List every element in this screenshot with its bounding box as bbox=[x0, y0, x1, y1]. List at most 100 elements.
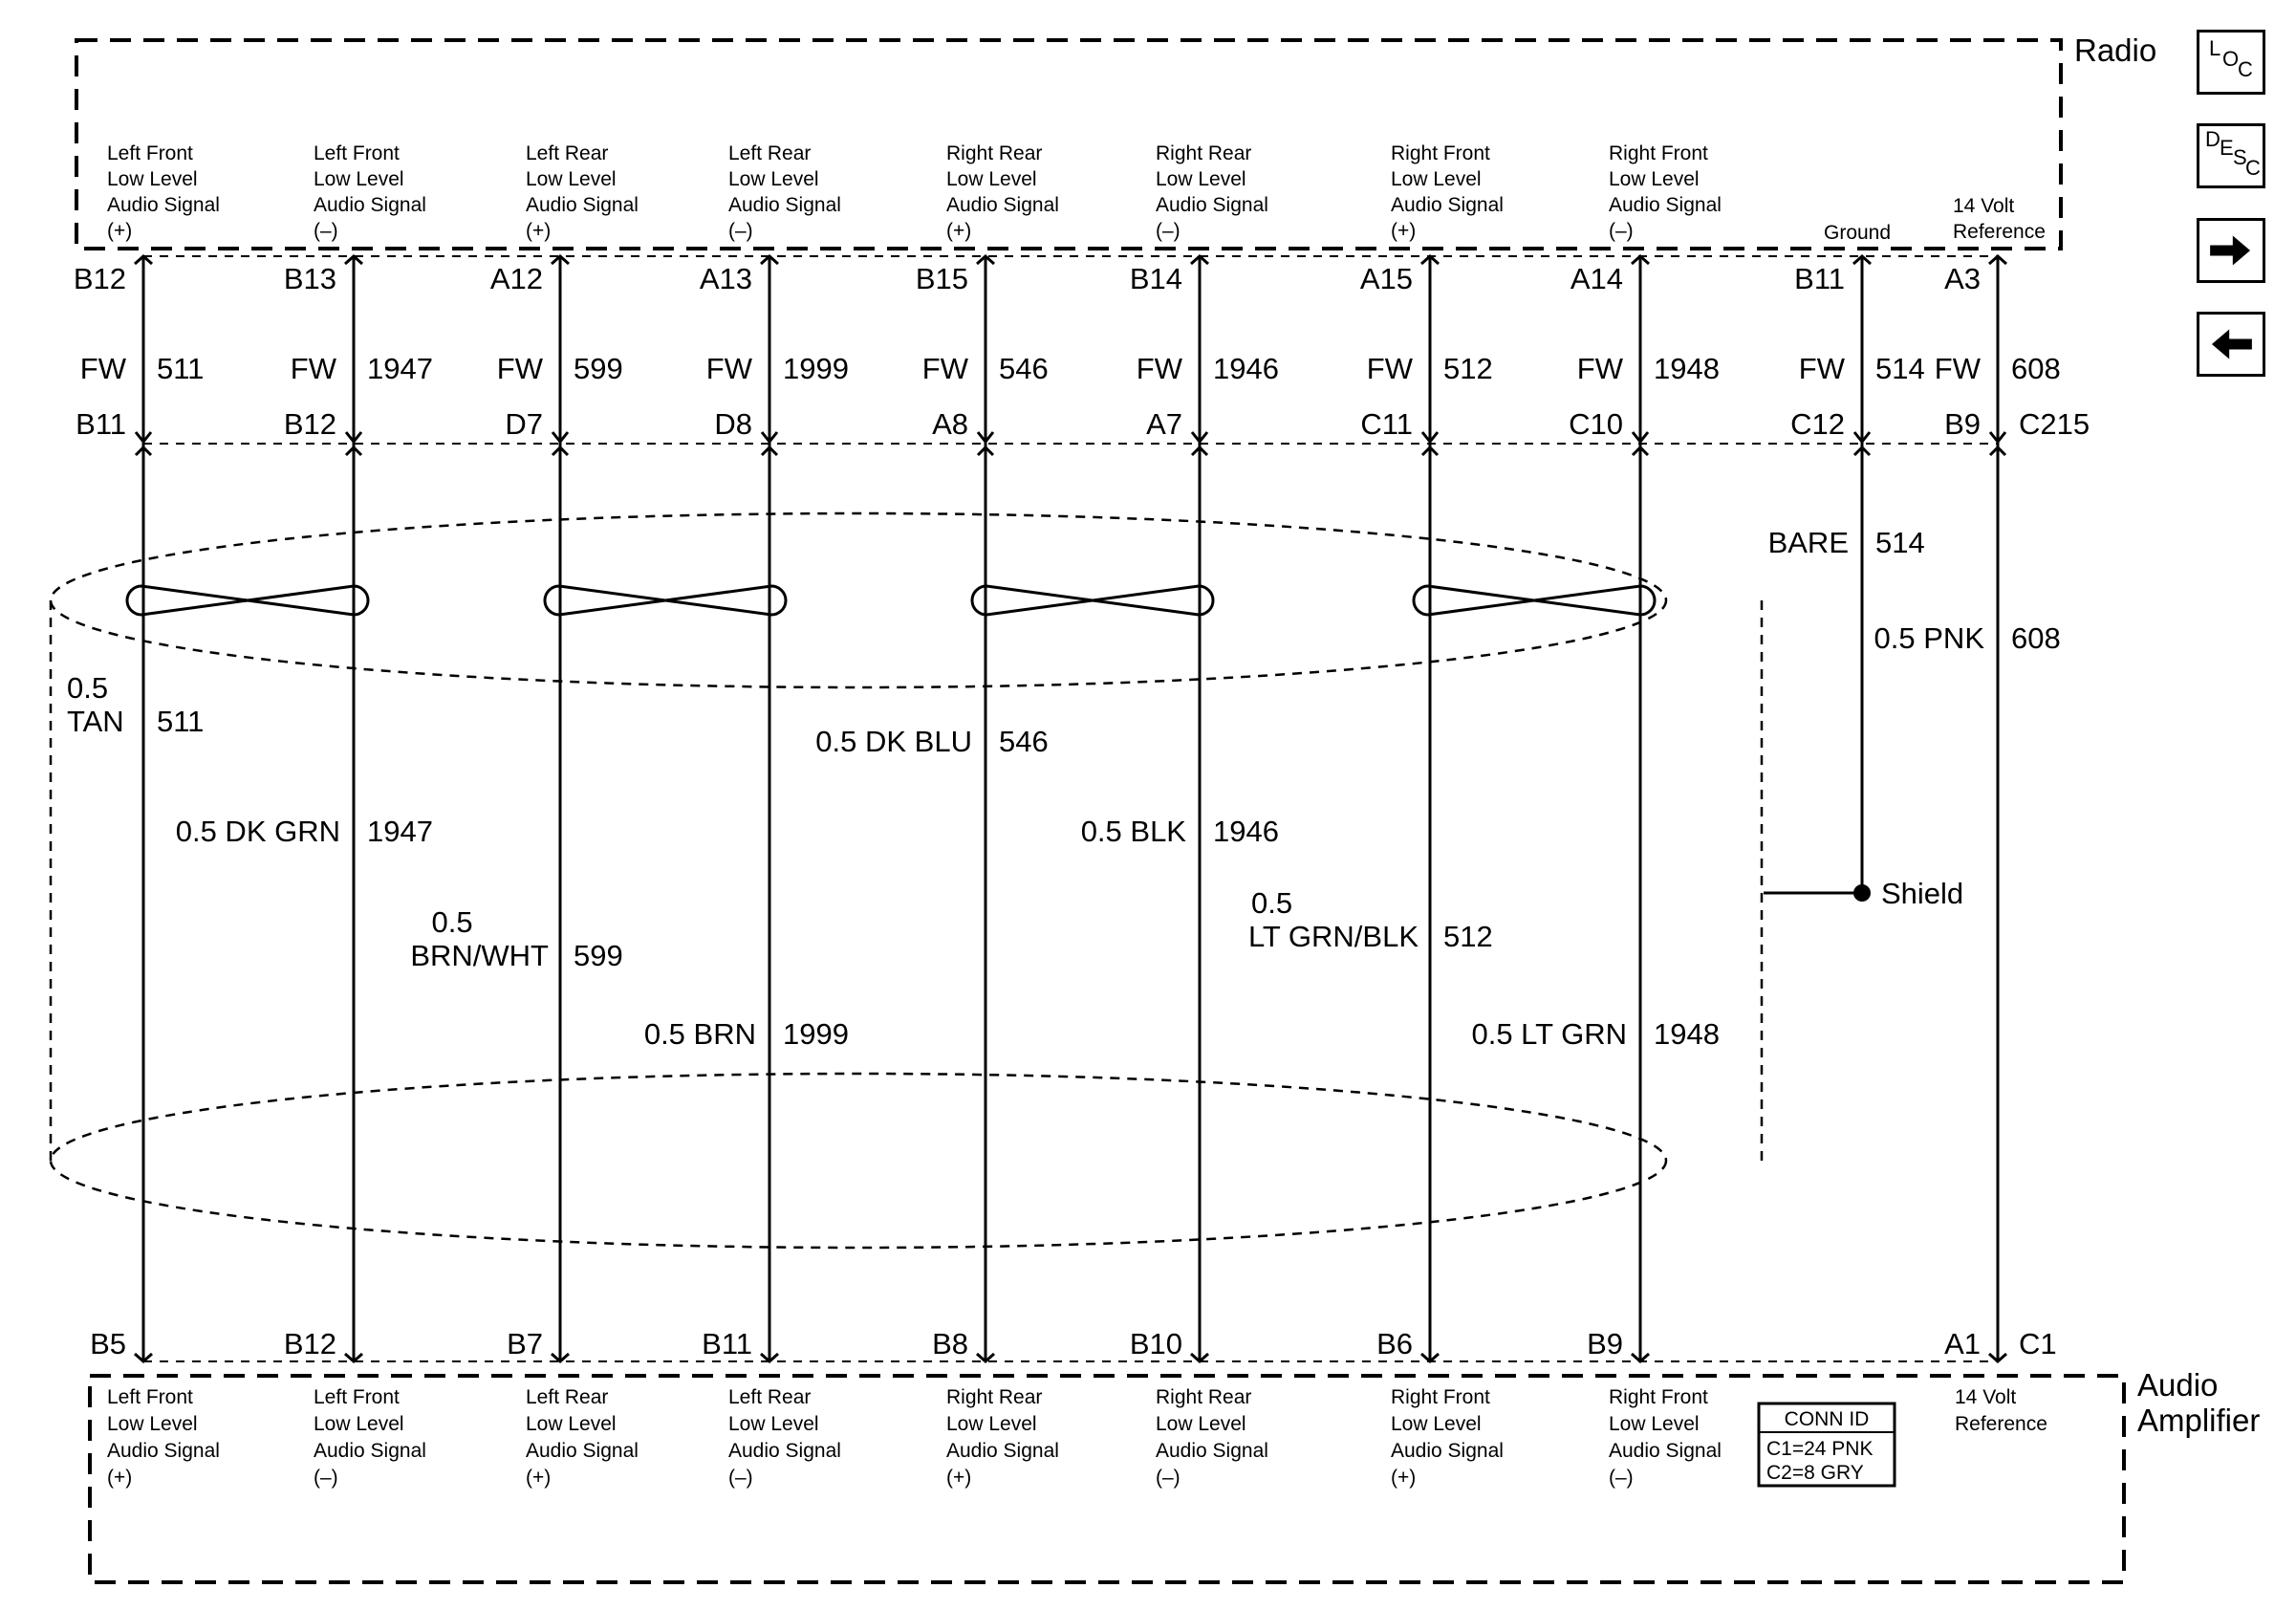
radio-terminal-symbol bbox=[344, 253, 363, 266]
radio-terminal-symbol bbox=[1420, 253, 1440, 266]
wire-color-546: 0.5 DK BLU bbox=[815, 725, 972, 758]
amp-function-label: Audio Signal bbox=[107, 1440, 220, 1462]
wire-color-512: 0.5 bbox=[1251, 886, 1292, 920]
amp-function-label: Low Level bbox=[728, 1413, 819, 1435]
radio-function-label: Low Level bbox=[1391, 168, 1482, 190]
amp-function-label: Audio Signal bbox=[314, 1440, 426, 1462]
fw-circuit-608: 608 bbox=[2011, 352, 2061, 385]
radio-function-label: Audio Signal bbox=[1609, 194, 1722, 216]
c215-terminal-female bbox=[760, 431, 779, 445]
wire-circuit-1999: 1999 bbox=[783, 1017, 849, 1051]
amp-function-label: Low Level bbox=[314, 1413, 404, 1435]
amp-terminal-symbol bbox=[134, 1352, 153, 1364]
amp-function-label: Audio Signal bbox=[946, 1440, 1059, 1462]
amp-function-label: Right Front bbox=[1609, 1386, 1708, 1408]
wire-circuit-608: 608 bbox=[2011, 621, 2061, 655]
amp-function-label: Left Rear bbox=[526, 1386, 608, 1408]
wire-circuit-514: 514 bbox=[1875, 526, 1925, 559]
radio-function-label: Low Level bbox=[107, 168, 198, 190]
fw-circuit-546: 546 bbox=[999, 352, 1049, 385]
radio-function-label: Low Level bbox=[1156, 168, 1246, 190]
fw-label: FW bbox=[1799, 352, 1846, 385]
c215-pin-D8: D8 bbox=[714, 407, 752, 441]
back-button[interactable] bbox=[2197, 312, 2265, 377]
amp-function-label: Left Front bbox=[107, 1386, 193, 1408]
amplifier-module-box bbox=[88, 1374, 2126, 1584]
loc-button[interactable]: L O C bbox=[2197, 30, 2265, 95]
fw-circuit-514: 514 bbox=[1875, 352, 1925, 385]
c215-terminal-female bbox=[134, 431, 153, 445]
shield-label: Shield bbox=[1881, 877, 1963, 910]
radio-function-label: Right Rear bbox=[1156, 142, 1251, 164]
wire-circuit-546: 546 bbox=[999, 725, 1049, 758]
fw-label: FW bbox=[80, 352, 127, 385]
radio-pin-B14: B14 bbox=[1130, 262, 1182, 295]
radio-terminal-symbol bbox=[551, 253, 570, 266]
wire-circuit-1947: 1947 bbox=[367, 815, 433, 848]
radio-function-label: (+) bbox=[946, 220, 971, 242]
amp-pin-B7: B7 bbox=[507, 1327, 543, 1360]
c215-terminal-male bbox=[1190, 445, 1209, 457]
fw-circuit-512: 512 bbox=[1443, 352, 1493, 385]
amp-pin-B10: B10 bbox=[1130, 1327, 1182, 1360]
amp-function-label: (+) bbox=[1391, 1467, 1416, 1489]
radio-function-label: Right Front bbox=[1609, 142, 1708, 164]
forward-button[interactable] bbox=[2197, 218, 2265, 283]
c215-terminal-male bbox=[760, 445, 779, 457]
fw-label: FW bbox=[1367, 352, 1414, 385]
c215-terminal-female bbox=[344, 431, 363, 445]
amp-terminal-symbol bbox=[760, 1352, 779, 1364]
c215-terminal-female bbox=[1420, 431, 1440, 445]
amp-pin-B12: B12 bbox=[284, 1327, 336, 1360]
wire-color-512: LT GRN/BLK bbox=[1248, 920, 1419, 953]
radio-terminal-symbol bbox=[1190, 253, 1209, 266]
c215-terminal-female bbox=[1631, 431, 1650, 445]
amp-pin-B11: B11 bbox=[702, 1327, 752, 1360]
radio-function-label: Right Front bbox=[1391, 142, 1490, 164]
fw-circuit-1947: 1947 bbox=[367, 352, 433, 385]
wire-color-1948: 0.5 LT GRN bbox=[1471, 1017, 1627, 1051]
radio-terminal-symbol bbox=[1988, 253, 2007, 266]
desc-icon: D bbox=[2205, 127, 2220, 151]
radio-function-label: (–) bbox=[1609, 220, 1634, 242]
radio-function-label: Audio Signal bbox=[107, 194, 220, 216]
amp-function-label: Low Level bbox=[526, 1413, 617, 1435]
c215-terminal-female bbox=[1988, 431, 2007, 445]
amp-function-label: Left Rear bbox=[728, 1386, 811, 1408]
radio-terminal-symbol bbox=[134, 253, 153, 266]
radio-function-label: Low Level bbox=[314, 168, 404, 190]
c215-pin-B9: B9 bbox=[1944, 407, 1981, 441]
fw-circuit-1948: 1948 bbox=[1654, 352, 1720, 385]
radio-function-label: (+) bbox=[1391, 220, 1416, 242]
desc-button[interactable]: D E S C bbox=[2197, 123, 2265, 188]
wire-color-514: BARE bbox=[1768, 526, 1849, 559]
amplifier-title-line2: Amplifier bbox=[2137, 1403, 2260, 1438]
c215-pin-A7: A7 bbox=[1146, 407, 1182, 441]
amp-function-label: Reference bbox=[1955, 1413, 2047, 1435]
shield-cylinder bbox=[49, 511, 1764, 1250]
amp-function-label: Right Rear bbox=[1156, 1386, 1251, 1408]
amp-function-label: (+) bbox=[107, 1467, 132, 1489]
amp-terminal-symbol bbox=[344, 1352, 363, 1364]
c215-connector-name: C215 bbox=[2019, 407, 2090, 441]
c215-pin-B12: B12 bbox=[284, 407, 336, 441]
amp-terminal-symbol bbox=[1988, 1352, 2007, 1364]
amp-function-label: (–) bbox=[728, 1467, 753, 1489]
radio-terminal-symbol bbox=[1631, 253, 1650, 266]
radio-function-label: Audio Signal bbox=[946, 194, 1059, 216]
amp-function-label: Low Level bbox=[1156, 1413, 1246, 1435]
wire-circuit-1948: 1948 bbox=[1654, 1017, 1720, 1051]
c215-pin-C12: C12 bbox=[1790, 407, 1845, 441]
c215-pin-B11: B11 bbox=[76, 407, 126, 441]
radio-function-label: Left Front bbox=[314, 142, 400, 164]
fw-circuit-599: 599 bbox=[574, 352, 623, 385]
c215-pin-D7: D7 bbox=[505, 407, 543, 441]
amp-function-label: Audio Signal bbox=[1156, 1440, 1268, 1462]
amp-function-label: Audio Signal bbox=[1391, 1440, 1504, 1462]
fw-label: FW bbox=[1137, 352, 1183, 385]
radio-function-label: Low Level bbox=[946, 168, 1037, 190]
c215-terminal-male bbox=[1988, 445, 2007, 457]
radio-pin-A15: A15 bbox=[1360, 262, 1413, 295]
radio-pin-A12: A12 bbox=[490, 262, 543, 295]
